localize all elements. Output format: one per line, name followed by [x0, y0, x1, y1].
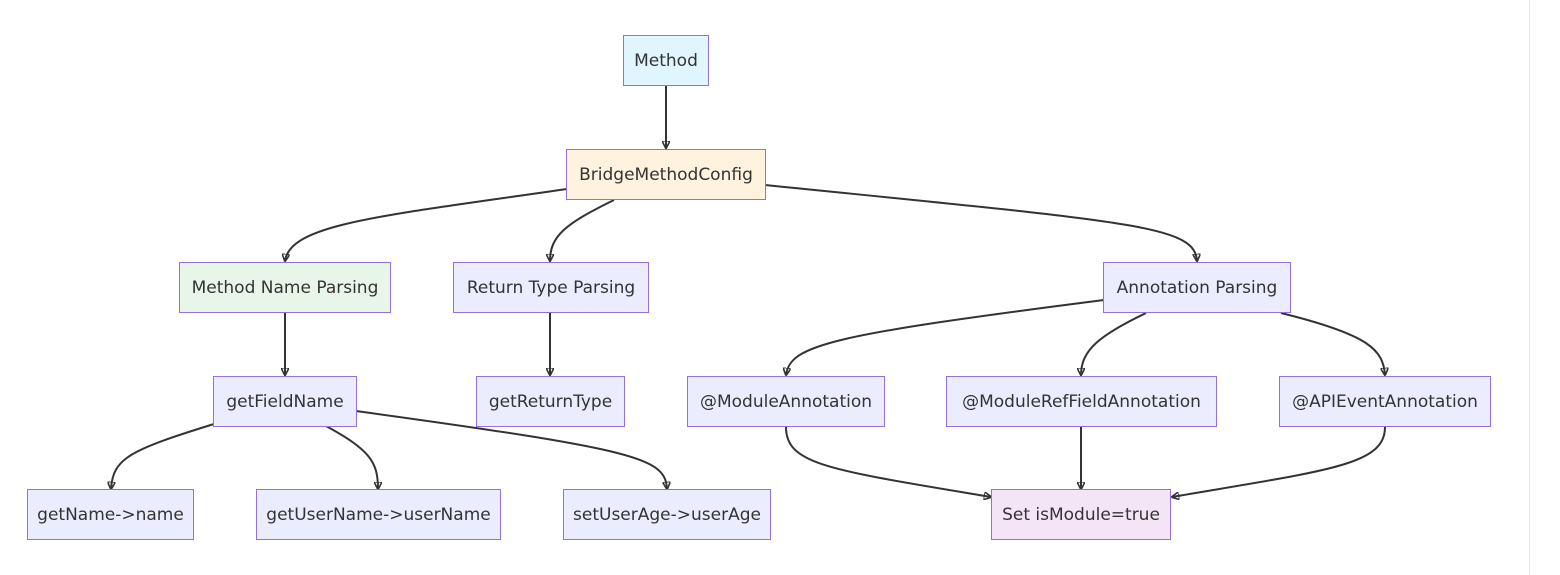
- edge-bridge-to-annotation-parsing: [764, 184, 1197, 261]
- node-module-ref-field-annotation-label: @ModuleRefFieldAnnotation: [962, 391, 1201, 412]
- node-get-field-name: getFieldName: [213, 376, 357, 427]
- edge-get-field-name-to-set-user-age: [355, 410, 667, 489]
- edge-api-event-to-set-is-module: [1172, 426, 1386, 497]
- node-annotation-parsing: Annotation Parsing: [1103, 262, 1291, 313]
- node-get-user-name-label: getUserName->userName: [266, 504, 491, 525]
- node-return-type-parsing-label: Return Type Parsing: [466, 277, 636, 298]
- edge-annotation-to-api-event: [1280, 312, 1385, 375]
- node-set-is-module-label: Set isModule=true: [1002, 504, 1160, 525]
- edge-module-annotation-to-set-is-module: [785, 426, 991, 497]
- node-set-is-module: Set isModule=true: [991, 489, 1171, 540]
- edge-annotation-to-module-ref: [1081, 312, 1147, 375]
- node-bridge-method-config-label: BridgeMethodConfig: [579, 164, 753, 185]
- edge-bridge-to-name-parsing: [285, 188, 568, 261]
- node-get-user-name: getUserName->userName: [256, 489, 501, 540]
- node-set-user-age: setUserAge->userAge: [563, 489, 771, 540]
- node-module-annotation-label: @ModuleAnnotation: [699, 391, 873, 412]
- node-return-type-parsing: Return Type Parsing: [453, 262, 649, 313]
- node-method: Method: [623, 35, 709, 86]
- node-api-event-annotation: @APIEventAnnotation: [1279, 376, 1491, 427]
- edge-bridge-to-return-parsing: [550, 199, 615, 261]
- node-bridge-method-config: BridgeMethodConfig: [566, 149, 766, 200]
- node-get-name-label: getName->name: [37, 504, 184, 525]
- node-annotation-parsing-label: Annotation Parsing: [1116, 277, 1278, 298]
- node-module-ref-field-annotation: @ModuleRefFieldAnnotation: [946, 376, 1217, 427]
- node-get-field-name-label: getFieldName: [226, 391, 344, 412]
- node-module-annotation: @ModuleAnnotation: [687, 376, 885, 427]
- node-get-return-type: getReturnType: [476, 376, 625, 427]
- edge-get-field-name-to-get-name: [111, 423, 215, 489]
- node-get-name: getName->name: [27, 489, 194, 540]
- edge-get-field-name-to-get-user-name: [325, 425, 378, 489]
- edge-annotation-to-module-annotation: [786, 299, 1105, 375]
- node-method-name-parsing-label: Method Name Parsing: [191, 277, 379, 298]
- node-set-user-age-label: setUserAge->userAge: [573, 504, 761, 525]
- node-method-label: Method: [634, 50, 698, 71]
- node-method-name-parsing: Method Name Parsing: [179, 262, 391, 313]
- node-api-event-annotation-label: @APIEventAnnotation: [1292, 391, 1478, 412]
- node-get-return-type-label: getReturnType: [488, 391, 613, 412]
- viewport-divider: [1529, 0, 1530, 575]
